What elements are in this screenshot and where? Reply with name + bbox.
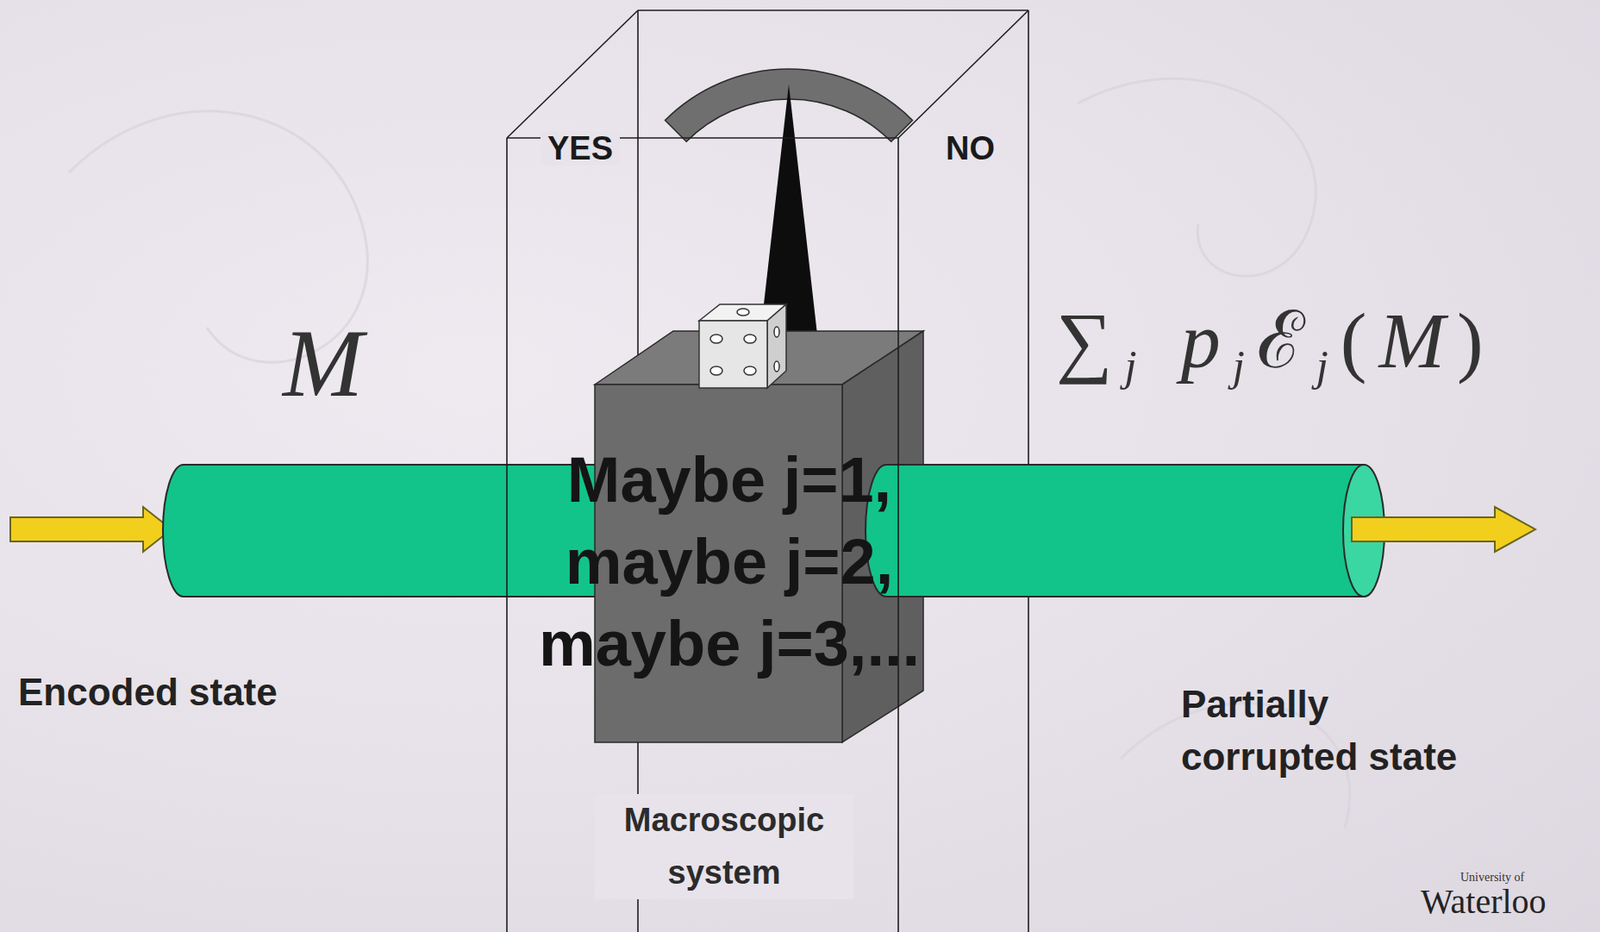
gauge-needle xyxy=(760,84,818,335)
swirl xyxy=(1077,78,1316,276)
die-pip xyxy=(743,366,757,375)
text-holder: YES xyxy=(540,131,620,166)
die-pip xyxy=(737,308,750,316)
formula: ∑j pjℰj(M) xyxy=(1056,288,1496,405)
logo-text: Waterloo xyxy=(1420,882,1547,921)
text-holder: Partially corrupted state xyxy=(1181,677,1492,783)
output-arrow xyxy=(1351,506,1536,552)
text-holder: Encoded state xyxy=(18,670,278,714)
box-edge xyxy=(506,10,638,138)
gauge-label: NO xyxy=(945,131,995,166)
formula-part: j xyxy=(1232,341,1257,390)
formula-part: j xyxy=(1316,341,1341,390)
formula-part: ∑ xyxy=(1056,296,1125,385)
box-edge xyxy=(898,10,1029,138)
input-arrow xyxy=(10,506,172,552)
node-text: Macroscopic system xyxy=(594,793,854,900)
formula-part: M xyxy=(1378,296,1457,385)
background-swirl xyxy=(68,78,1350,828)
die-pip xyxy=(710,334,723,344)
state-symbol: M xyxy=(282,314,363,412)
random-channel-box: Maybe j=1, maybe j=2, maybe j=3,... xyxy=(522,438,937,690)
output-label: Partially corrupted state xyxy=(1181,677,1492,783)
node-text: Maybe j=1, maybe j=2, maybe j=3,... xyxy=(522,438,937,685)
box-edge xyxy=(637,9,1029,12)
die xyxy=(699,304,787,388)
box-edge xyxy=(506,137,508,932)
formula-part: p xyxy=(1181,296,1233,385)
formula-part xyxy=(1149,296,1182,385)
input-label: Encoded state xyxy=(18,670,278,714)
die-side xyxy=(767,304,787,388)
text-holder: M xyxy=(282,314,363,412)
formula-part: ) xyxy=(1456,296,1496,385)
die-pip xyxy=(743,334,757,344)
formula-part: ℰ xyxy=(1256,296,1317,385)
gauge-label: YES xyxy=(540,131,620,166)
die-pip xyxy=(774,361,780,372)
die-pip xyxy=(774,326,780,338)
text-holder: Macroscopic system xyxy=(594,793,854,900)
formula-part: ( xyxy=(1340,296,1380,385)
text-holder: Waterloo xyxy=(1420,882,1547,921)
box-edge xyxy=(897,137,900,932)
output-cylinder xyxy=(865,464,1364,597)
input-cylinder xyxy=(162,464,621,597)
die-pip xyxy=(710,366,723,375)
die-front xyxy=(699,320,768,388)
text-holder: Maybe j=1, maybe j=2, maybe j=3,... xyxy=(522,438,937,685)
text-holder: NO xyxy=(945,131,995,166)
formula-part: j xyxy=(1125,341,1150,390)
text-holder: ∑j pjℰj(M) xyxy=(1056,288,1496,405)
